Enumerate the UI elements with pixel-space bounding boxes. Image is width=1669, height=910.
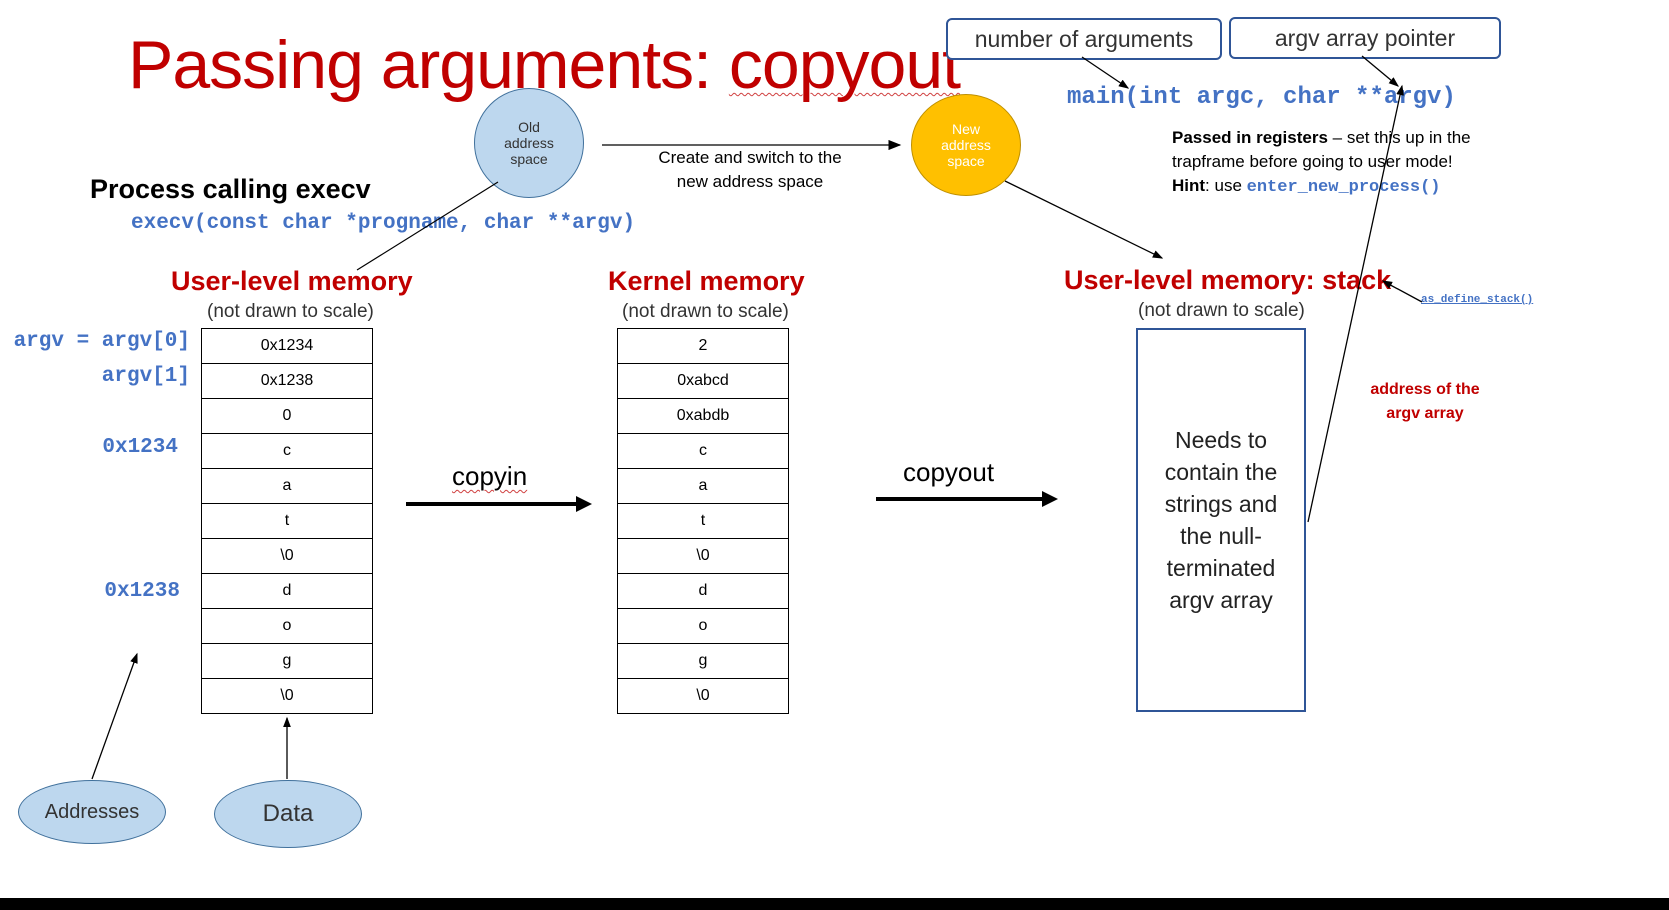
copyin-text: copyin <box>452 461 528 491</box>
switch-text-1: Create and switch to the <box>658 148 842 167</box>
argv-ptr-arrow <box>1361 55 1399 87</box>
stack-memory-subtitle: (not drawn to scale) <box>1138 300 1305 321</box>
user-cell: \0 <box>201 538 373 574</box>
new-space-label: New address space <box>941 121 991 169</box>
page-title: Passing arguments: copyout <box>128 26 961 104</box>
addresses-label: Addresses <box>44 800 140 823</box>
kernel-cell: t <box>617 503 789 539</box>
new-to-stack-arrow <box>1004 180 1164 259</box>
kernel-memory-subtitle: (not drawn to scale) <box>622 301 789 322</box>
copyout-arrow-head <box>1042 491 1058 507</box>
data-label: Data <box>262 800 314 827</box>
user-memory-heading: User-level memory <box>171 266 413 296</box>
addr-label-0x1234: 0x1234 <box>102 436 178 459</box>
old-space-label: Old address space <box>504 119 554 167</box>
process-calling-heading: Process calling execv <box>90 174 371 204</box>
kernel-cell: a <box>617 468 789 504</box>
copyin-arrow-head <box>576 496 592 512</box>
user-memory-subtitle: (not drawn to scale) <box>207 301 374 322</box>
title-emph: copyout <box>728 27 961 103</box>
addr-label-0x1238: 0x1238 <box>104 580 180 603</box>
as-define-arrow <box>1381 280 1423 303</box>
stack-to-argv-arrow <box>1307 84 1404 523</box>
hint-rest: : use <box>1205 176 1247 195</box>
num-args-arrow <box>1081 56 1130 89</box>
kernel-cell: 0xabcd <box>617 363 789 399</box>
addresses-ellipse: Addresses <box>18 780 166 844</box>
as-define-stack-label: as_define_stack() <box>1421 294 1534 306</box>
switch-text: Create and switch to the new address spa… <box>622 146 878 194</box>
main-signature: main(int argc, char **argv) <box>1067 84 1456 111</box>
reg-bold: Passed in registers <box>1172 128 1328 147</box>
addr-label-argv1: argv[1] <box>101 365 190 388</box>
address-of-argv-1: address of the <box>1370 381 1480 398</box>
user-cell: 0 <box>201 398 373 434</box>
old-address-space-circle: Old address space <box>474 88 584 198</box>
address-of-argv-note: address of the argv array <box>1354 378 1496 426</box>
hint-code: enter_new_process() <box>1246 178 1441 197</box>
switch-text-2: new address space <box>676 172 824 191</box>
copyout-label: copyout <box>903 457 995 487</box>
addresses-arrow <box>91 652 138 780</box>
stack-memory-heading: User-level memory: stack <box>1064 265 1392 295</box>
reg-rest: – set this up in the <box>1327 128 1471 147</box>
hint-bold: Hint <box>1172 176 1206 195</box>
addr-label-argv0: argv = argv[0] <box>13 330 190 353</box>
address-of-argv-2: argv array <box>1386 405 1464 422</box>
stack-box: Needs to contain the strings and the nul… <box>1136 328 1306 712</box>
user-cell: t <box>201 503 373 539</box>
user-cell: o <box>201 608 373 644</box>
user-cell: 0x1238 <box>201 363 373 399</box>
argv-ptr-box: argv array pointer <box>1229 17 1501 59</box>
data-ellipse: Data <box>214 780 362 848</box>
kernel-cell: \0 <box>617 678 789 714</box>
stack-box-text: Needs to contain the strings and the nul… <box>1164 427 1278 613</box>
new-address-space-circle: New address space <box>911 94 1021 196</box>
kernel-cell: o <box>617 608 789 644</box>
kernel-memory-heading: Kernel memory <box>608 266 805 296</box>
user-cell: c <box>201 433 373 469</box>
execv-signature: execv(const char *progname, char **argv) <box>131 212 636 235</box>
user-cell: 0x1234 <box>201 328 373 364</box>
old-to-user-line <box>356 181 499 271</box>
copyin-label: copyin <box>452 461 527 492</box>
registers-note: Passed in registers – set this up in the… <box>1172 126 1471 200</box>
kernel-memory-table: 2 0xabcd 0xabdb c a t \0 d o g \0 <box>617 328 789 714</box>
bottom-bar <box>0 898 1669 910</box>
user-cell: \0 <box>201 678 373 714</box>
kernel-cell: c <box>617 433 789 469</box>
reg-line2: trapframe before going to user mode! <box>1172 152 1453 171</box>
title-main: Passing arguments: <box>128 27 729 103</box>
user-memory-table: 0x1234 0x1238 0 c a t \0 d o g \0 <box>201 328 373 714</box>
